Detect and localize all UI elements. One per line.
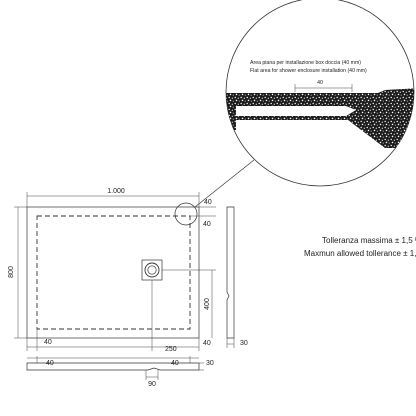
dim-rim-left: 40: [44, 339, 52, 346]
front-dim-right-rim: 40: [171, 360, 179, 367]
front-section-outline: [26, 362, 200, 371]
slot-cut: [236, 106, 356, 116]
dim-drain-y: 400: [204, 298, 211, 310]
detail-label-it: Area piana per installazione box doccia …: [250, 60, 361, 66]
tray-edge-section: [226, 88, 414, 148]
detail-label-en: Flat area for shower enclosure installat…: [250, 68, 367, 74]
side-section: 30: [226, 206, 248, 348]
dim-rim-bottom: 40: [203, 340, 211, 347]
side-section-outline: [226, 206, 235, 339]
dim-width: 1.000: [107, 188, 125, 195]
tolerance-en: Maxmun allowed tollerance ± 1,5 %: [304, 249, 416, 258]
tolerance-it: Tolleranza massima ± 1,5 %: [322, 236, 416, 245]
dim-drain-x: 250: [165, 346, 177, 353]
plan-outer-outline: [26, 206, 200, 339]
detail-magnifier: 40 Area piana per installazione box docc…: [225, 0, 415, 187]
front-dim-drain: 90: [148, 381, 156, 388]
detail-callout-circle: [174, 202, 198, 226]
front-dim-left-rim: 40: [46, 360, 54, 367]
dim-height: 800: [8, 266, 15, 278]
front-section: 40 40 30 90: [26, 356, 214, 388]
detail-dim-flat: 40: [317, 80, 323, 86]
dim-rim-top: 40: [204, 199, 212, 206]
drain-icon: [141, 259, 163, 281]
plan-inner-dashed: [36, 215, 191, 330]
detail-leader-line: [194, 159, 255, 208]
plan-view: 1.000 800 40 40 400 40 250 40: [8, 188, 216, 353]
side-dim-thickness: 30: [240, 340, 248, 347]
dim-rim-right: 40: [203, 221, 211, 228]
front-dim-thickness: 30: [206, 360, 214, 367]
